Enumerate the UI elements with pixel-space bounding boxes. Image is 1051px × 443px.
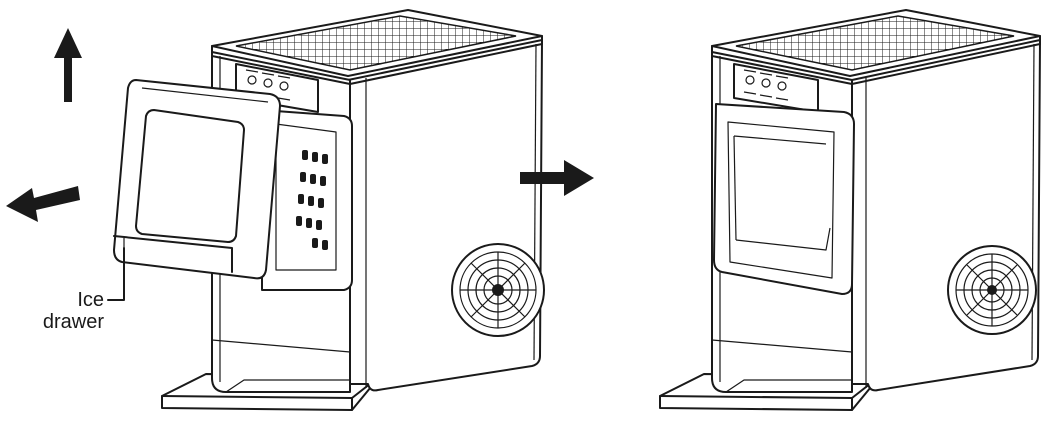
machine-side-right	[851, 39, 1041, 392]
timer-button-icon	[777, 81, 787, 91]
machine-side-left	[347, 39, 543, 392]
power-button-icon	[247, 75, 257, 85]
ice-basket-holes	[296, 150, 328, 250]
machine-with-drawer-removed	[659, 9, 1041, 411]
arrow-left-icon	[6, 186, 80, 222]
size-button-icon	[263, 78, 273, 88]
fan-vent-right	[947, 245, 1037, 335]
ice-drawer-label: Ice drawer	[10, 289, 104, 333]
drawer-cavity-left	[261, 109, 353, 291]
power-button-icon	[745, 75, 755, 85]
ice-drawer-label-line-1: Ice	[77, 289, 104, 311]
callout-leader-line	[107, 247, 125, 301]
arrow-right-icon	[520, 160, 594, 196]
machine-top-right	[711, 9, 1041, 85]
arrow-up-icon	[54, 28, 82, 102]
empty-drawer-cavity	[713, 103, 855, 295]
machine-top-left	[211, 9, 543, 85]
size-button-icon	[761, 78, 771, 88]
fan-vent-left	[451, 243, 545, 337]
timer-button-icon	[279, 81, 289, 91]
ice-drawer-label-line-2: drawer	[42, 311, 104, 333]
ice-drawer-removed	[113, 79, 281, 280]
